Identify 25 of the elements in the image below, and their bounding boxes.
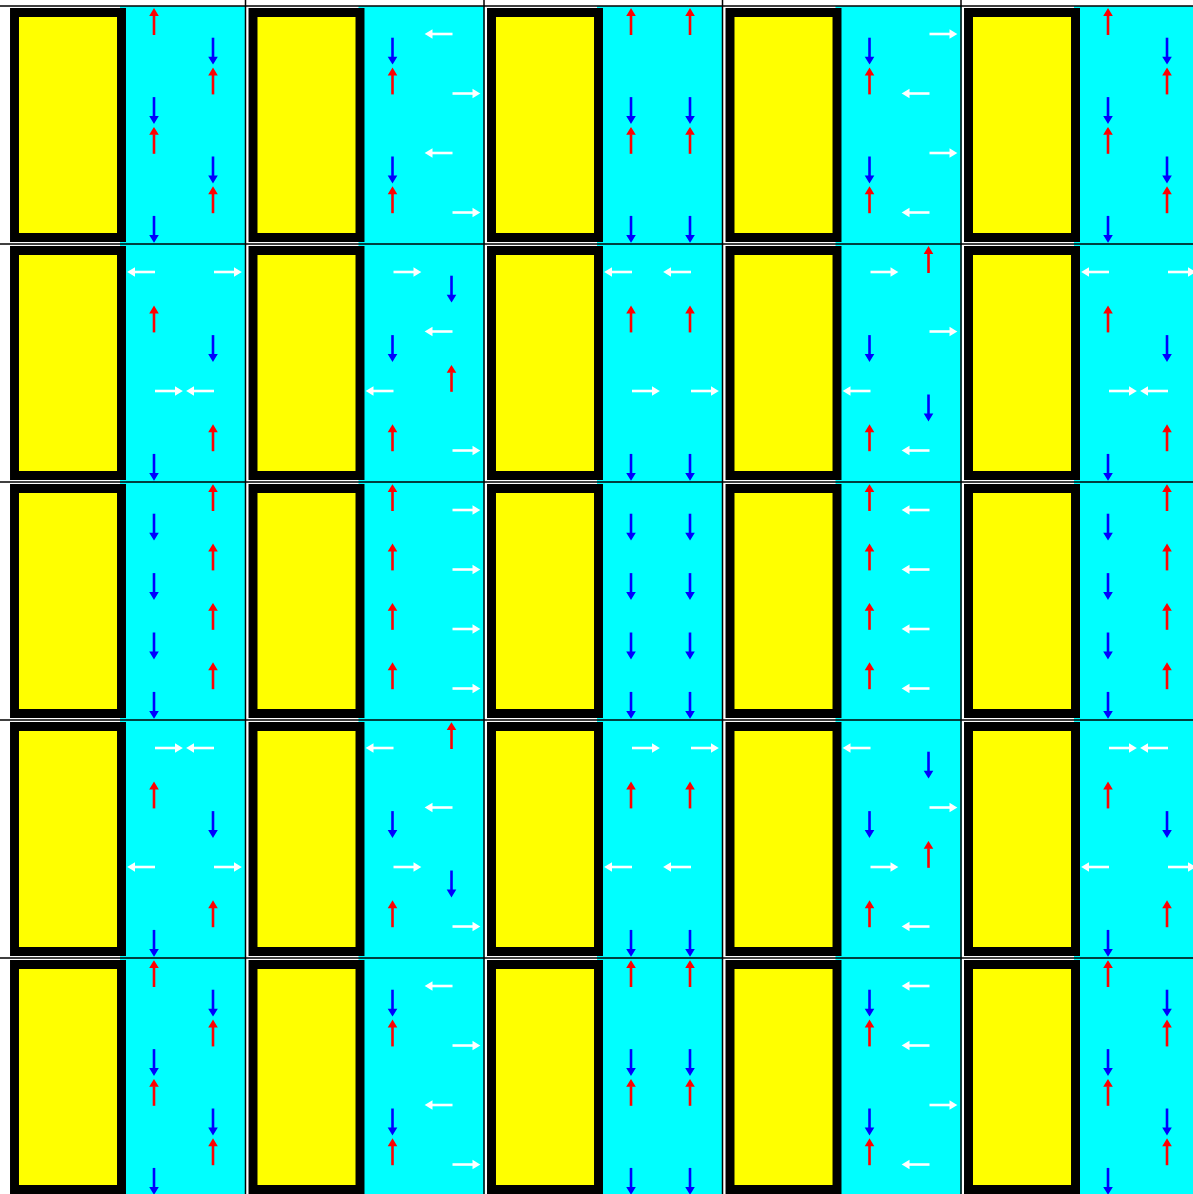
rectangle-block <box>964 246 1080 480</box>
rectangle-block <box>10 246 126 480</box>
rectangle-block <box>10 722 126 956</box>
rectangle-block <box>725 484 842 718</box>
rectangle-block <box>725 960 842 1194</box>
rectangle-block <box>487 484 603 718</box>
rectangle-block <box>248 246 365 480</box>
rectangle-block <box>248 960 365 1194</box>
rectangle-block <box>725 246 842 480</box>
rectangle-block <box>487 246 603 480</box>
rectangle-block <box>964 722 1080 956</box>
rectangle-block <box>248 722 365 956</box>
rectangle-block <box>725 722 842 956</box>
rectangle-block <box>10 8 126 242</box>
rectangle-block <box>964 960 1080 1194</box>
rectangle-block <box>487 722 603 956</box>
rectangle-block <box>964 484 1080 718</box>
rectangle-block <box>725 8 842 242</box>
rectangle-block <box>487 960 603 1194</box>
rectangle-block <box>487 8 603 242</box>
rectangle-block <box>248 8 365 242</box>
rectangle-block <box>248 484 365 718</box>
rectangle-block <box>964 8 1080 242</box>
rectangle-block <box>10 484 126 718</box>
rectangle-block <box>10 960 126 1194</box>
